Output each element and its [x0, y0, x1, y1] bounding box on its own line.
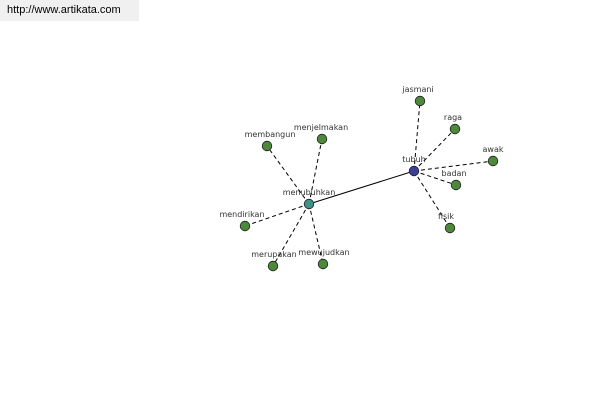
- node-tubuh[interactable]: [408, 165, 420, 177]
- node-badan[interactable]: [450, 179, 462, 191]
- node-label-jasmani[interactable]: jasmani: [401, 85, 433, 94]
- node-label-fisik[interactable]: fisik: [438, 212, 454, 221]
- edge-menubuhkan-merupakan: [272, 203, 310, 267]
- node-membangun[interactable]: [261, 140, 273, 152]
- node-label-mendirikan[interactable]: mendirikan: [219, 210, 264, 219]
- label-layer: tubuh menubuhkan jasmani raga awak badan fisik…: [219, 85, 503, 259]
- edge-tubuh-awak: [413, 160, 494, 172]
- node-label-merupakan[interactable]: merupakan: [251, 250, 297, 259]
- node-label-tubuh[interactable]: tubuh: [402, 155, 425, 164]
- node-raga[interactable]: [449, 123, 461, 135]
- edge-tubuh-jasmani: [413, 100, 421, 172]
- node-menubuhkan[interactable]: [303, 198, 315, 210]
- site-url-link[interactable]: http://www.artikata.com: [0, 0, 139, 21]
- node-mewujudkan[interactable]: [317, 258, 329, 270]
- edge-menubuhkan-mendirikan: [244, 203, 310, 227]
- node-label-menjelmakan[interactable]: menjelmakan: [294, 123, 348, 132]
- node-layer: [239, 95, 499, 272]
- node-mendirikan[interactable]: [239, 220, 251, 232]
- node-label-raga[interactable]: raga: [444, 113, 462, 122]
- edge-tubuh-badan: [413, 170, 457, 186]
- node-label-membangun[interactable]: membangun: [245, 130, 296, 139]
- node-awak[interactable]: [487, 155, 499, 167]
- node-menjelmakan[interactable]: [316, 133, 328, 145]
- node-label-mewujudkan[interactable]: mewujudkan: [298, 248, 349, 257]
- edge-tubuh-fisik: [413, 170, 451, 229]
- node-merupakan[interactable]: [267, 260, 279, 272]
- node-jasmani[interactable]: [414, 95, 426, 107]
- node-label-awak[interactable]: awak: [483, 145, 504, 154]
- node-label-menubuhkan[interactable]: menubuhkan: [283, 188, 336, 197]
- edge-layer: [244, 100, 494, 267]
- edge-tubuh-menubuhkan: [308, 170, 415, 205]
- edge-tubuh-raga: [413, 128, 456, 172]
- edge-menubuhkan-membangun: [266, 145, 310, 205]
- edge-menubuhkan-mewujudkan: [308, 203, 324, 265]
- node-label-badan[interactable]: badan: [441, 169, 466, 178]
- node-fisik[interactable]: [444, 222, 456, 234]
